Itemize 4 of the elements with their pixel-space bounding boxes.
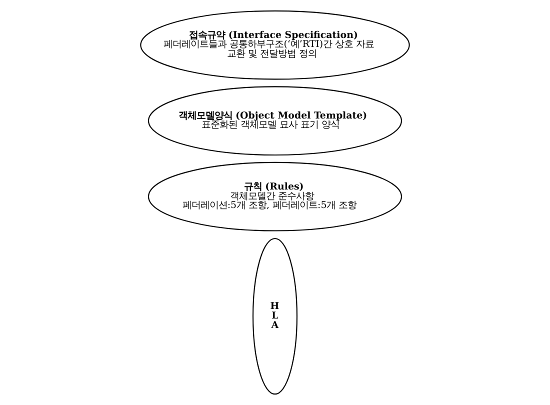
node-ellipse: 객체모델양식 (Object Model Template) 표준화된 객체모델 묘사 표기 양식 [148,86,402,156]
node-ellipse: 규칙 (Rules) 객체모델간 준수사항 페더레이션:5개 조항, 페더레이트:5개 조항 [148,162,402,232]
node-ellipse: H L A [252,238,298,395]
node-ellipse: 접속규약 (Interface Specification) 페더레이트들과 공통하부구조(‘예’RTI)간 상호 자료 교환 및 전달방법 정의 [140,10,410,80]
